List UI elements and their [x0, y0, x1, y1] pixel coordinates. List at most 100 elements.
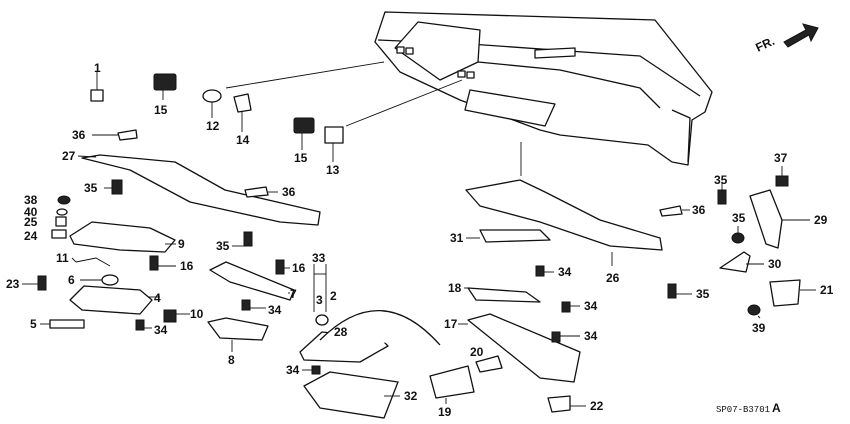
part-35d-bolt [717, 189, 727, 205]
callout-15b: 15 [294, 151, 308, 165]
part-36c-clip [659, 205, 683, 217]
part-4-glovebox-frame [69, 285, 153, 315]
part-8-handle [207, 317, 269, 341]
callout-29: 29 [814, 213, 828, 227]
callout-34b: 34 [268, 303, 282, 317]
callout-16a: 16 [180, 259, 194, 273]
callout-19: 19 [438, 405, 452, 419]
callout-35d: 35 [714, 173, 728, 187]
callout-21: 21 [820, 283, 834, 297]
part-34d-screw [535, 265, 545, 277]
part-cable [319, 310, 441, 346]
part-36-clip [117, 129, 138, 141]
part-26-duct [465, 179, 663, 251]
callout-36b: 36 [282, 185, 296, 199]
callout-34f: 34 [584, 329, 598, 343]
callout-13: 13 [326, 163, 340, 177]
part-21-bracket [769, 279, 801, 307]
part-32-glovebox [303, 371, 399, 419]
part-37-clip [775, 175, 789, 187]
callout-30: 30 [768, 257, 782, 271]
callout-9: 9 [178, 237, 185, 251]
part-10-lock [163, 309, 177, 323]
callout-25: 25 [24, 215, 38, 229]
part-36b-clip [244, 186, 269, 198]
callout-6: 6 [68, 273, 75, 287]
part-31-bezel [479, 229, 551, 243]
callout-15a: 15 [154, 103, 168, 117]
callout-35a: 35 [84, 181, 98, 195]
callout-28: 28 [334, 325, 348, 339]
part-35-bolt [111, 179, 123, 195]
part-28-grommet [315, 314, 329, 326]
callout-34d: 34 [558, 265, 572, 279]
callout-7: 7 [290, 287, 297, 301]
part-17-cover [467, 313, 581, 383]
part-27-bracket [81, 154, 321, 226]
callout-38: 38 [24, 193, 38, 207]
callout-34e: 34 [584, 299, 598, 313]
part-30-duct [719, 251, 751, 273]
part-15-switch [153, 73, 177, 91]
callout-5: 5 [30, 317, 37, 331]
callout-32: 32 [404, 389, 418, 403]
callout-11: 11 [56, 251, 69, 265]
part-22-bracket [547, 395, 571, 413]
part-24-pad [51, 229, 67, 239]
callout-36c: 36 [692, 203, 706, 217]
part-40-washer [56, 208, 68, 216]
callout-8: 8 [228, 353, 235, 367]
callout-20: 20 [470, 345, 484, 359]
callout-40: 40 [24, 205, 38, 219]
callout-39: 39 [752, 321, 766, 335]
part-20-clip [475, 355, 503, 373]
callout-4: 4 [154, 291, 161, 305]
part-35c-bolt [667, 283, 677, 299]
part-34f-screw [551, 331, 561, 343]
callout-34c: 34 [286, 363, 300, 377]
callout-27: 27 [62, 149, 76, 163]
callout-33: 33 [312, 251, 326, 265]
diagram-ref-code: SP07-B3701 [716, 405, 770, 415]
instrument-panel [374, 11, 713, 166]
part-15b-switch [293, 117, 315, 134]
part-16-screw [149, 255, 159, 271]
callout-14: 14 [236, 133, 250, 147]
part-38-clip [57, 195, 71, 205]
callout-26: 26 [606, 271, 620, 285]
part-6-catch [101, 274, 119, 286]
part-35e-nut [731, 232, 745, 244]
part-29-bracket [749, 189, 783, 249]
part-39-nut [747, 304, 761, 316]
callout-24: 24 [24, 229, 38, 243]
callout-18: 18 [448, 281, 462, 295]
callouts: 1 2 3 4 5 6 7 8 9 10 11 12 13 14 15 15 1… [6, 61, 834, 419]
callout-23: 23 [6, 277, 20, 291]
callout-12: 12 [206, 119, 220, 133]
part-25-spring [55, 216, 67, 227]
part-34b-screw [241, 299, 251, 311]
callout-2: 2 [330, 289, 337, 303]
part-9-lid [69, 221, 176, 253]
callout-36a: 36 [72, 128, 86, 142]
callout-35b: 35 [216, 239, 230, 253]
diagram-ref-suffix: A [772, 401, 781, 415]
callout-31: 31 [450, 231, 464, 245]
part-23-bolt [37, 275, 47, 291]
callout-10: 10 [190, 307, 204, 321]
part-34e-screw [561, 301, 571, 313]
callout-1: 1 [94, 61, 101, 75]
front-direction-indicator: FR. [753, 23, 819, 55]
part-34-screw [135, 319, 145, 331]
part-12-knob [202, 89, 222, 103]
callout-37: 37 [774, 151, 788, 165]
direction-label: FR. [753, 34, 776, 55]
part-16b-screw [275, 259, 285, 275]
part-13-bezel [324, 126, 344, 144]
part-5-strip [49, 319, 85, 329]
callout-16b: 16 [292, 261, 306, 275]
callout-35c: 35 [696, 287, 710, 301]
part-18-panel [467, 287, 541, 303]
